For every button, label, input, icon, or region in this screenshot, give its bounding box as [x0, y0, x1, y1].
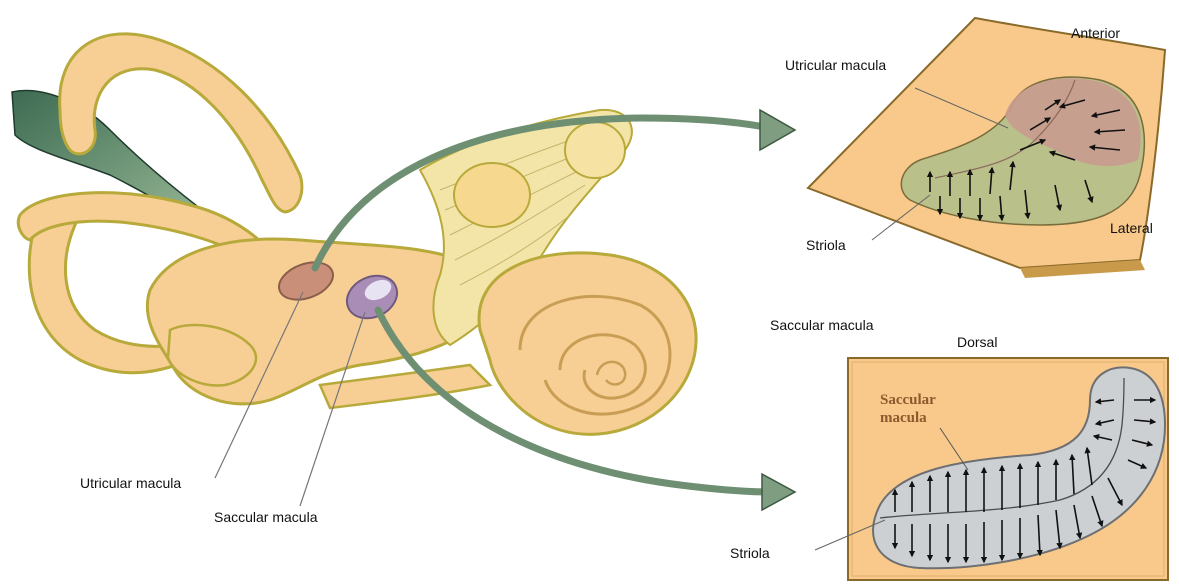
utricular-macula-right-label: Utricular macula: [785, 57, 886, 73]
saccular-macula-left-label: Saccular macula: [214, 509, 318, 525]
vestibular-ganglion: [454, 163, 530, 227]
utricular-macula-left-label: Utricular macula: [80, 475, 181, 491]
lateral-label: Lateral: [1110, 220, 1153, 236]
utricle-inset: Anterior Utricular macula Lateral Striol…: [785, 18, 1165, 278]
saccular-inset-label-line2: macula: [880, 410, 927, 426]
striola-top-label: Striola: [806, 237, 846, 253]
nerve-stump: [565, 122, 625, 178]
striola-bottom-label: Striola: [730, 545, 770, 561]
cochlea: [479, 253, 696, 434]
saccular-inset-label-line1: Saccular: [880, 392, 936, 408]
saccule-inset: Saccular macula Dorsal: [730, 317, 1168, 580]
anterior-label: Anterior: [1071, 25, 1120, 41]
dorsal-label: Dorsal: [957, 334, 997, 350]
inner-ear-labyrinth: [12, 34, 696, 506]
saccular-macula-right-label: Saccular macula: [770, 317, 874, 333]
